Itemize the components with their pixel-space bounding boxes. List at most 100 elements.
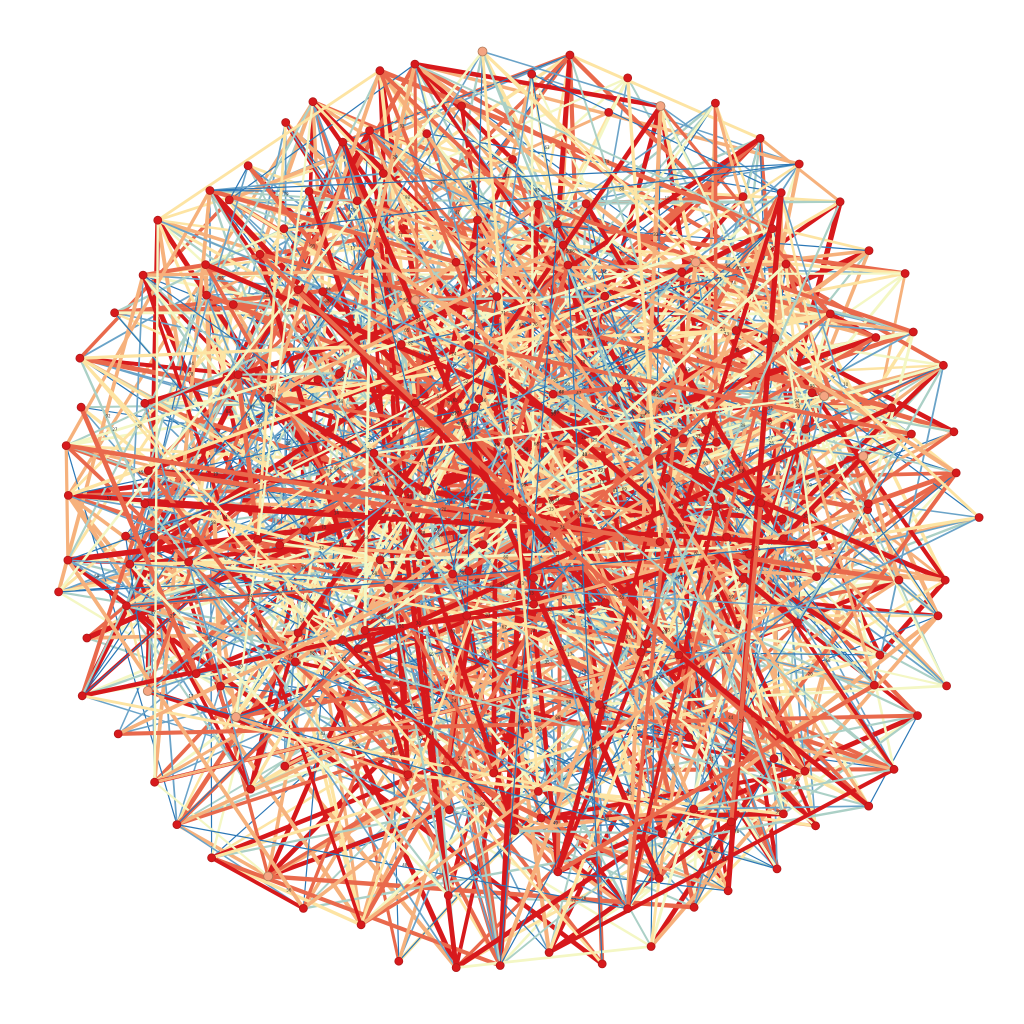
- graph-node: [338, 137, 348, 147]
- graph-node: [396, 339, 406, 349]
- graph-node: [492, 292, 502, 302]
- graph-edge: [81, 69, 381, 697]
- edge-weight-label: 61: [694, 551, 700, 556]
- edge-weight-label: 78: [441, 507, 447, 512]
- edge-weight-label: 59: [94, 574, 100, 579]
- graph-node: [365, 248, 375, 258]
- edge-weight-label: 48: [735, 507, 741, 512]
- edge-weight-label: 36: [269, 386, 275, 391]
- graph-edge: [625, 104, 663, 911]
- graph-node: [451, 257, 461, 267]
- graph-node: [121, 531, 130, 541]
- edge-weight-label: 74: [560, 525, 566, 530]
- graph-node: [623, 904, 633, 914]
- graph-node: [318, 287, 328, 297]
- edge-weight-label: 51: [505, 173, 511, 178]
- graph-node: [722, 532, 732, 542]
- graph-node: [63, 490, 73, 500]
- edge-weight-label: 92: [577, 512, 583, 517]
- graph-edge: [321, 290, 668, 480]
- graph-node: [122, 601, 131, 611]
- graph-edge: [176, 823, 629, 910]
- graph-edge: [660, 536, 786, 836]
- edge-weight-label: 56: [379, 612, 385, 617]
- edge-weight-label: 82: [393, 560, 399, 565]
- graph-node: [776, 188, 786, 198]
- graph-node: [871, 333, 881, 342]
- graph-node: [690, 257, 701, 268]
- graph-edge: [725, 535, 785, 816]
- edge-weight-label: 88: [324, 298, 330, 303]
- graph-edge: [759, 363, 945, 505]
- graph-node: [712, 437, 721, 447]
- edge-weight-label: 94: [794, 399, 800, 404]
- graph-edge: [866, 509, 939, 617]
- graph-node: [772, 864, 782, 874]
- edge-weight-label: 35: [545, 660, 551, 665]
- graph-node: [233, 370, 243, 380]
- edge-weight-label: 61: [378, 300, 384, 305]
- edge-weight-label: 51: [418, 736, 424, 741]
- graph-edge: [207, 188, 459, 265]
- graph-node: [207, 853, 217, 863]
- edge-weight-label: 30: [285, 440, 291, 445]
- graph-edge: [116, 572, 455, 736]
- edge-weight-label: 62: [502, 625, 508, 630]
- graph-edge: [245, 163, 650, 646]
- graph-edge: [208, 189, 468, 617]
- graph-node: [900, 269, 910, 278]
- edge-weight-label: 99: [521, 482, 527, 487]
- graph-node: [907, 429, 916, 439]
- graph-edge: [692, 768, 896, 811]
- graph-edge: [368, 251, 517, 833]
- edge-weight-label: 39: [639, 477, 645, 482]
- graph-node: [544, 948, 554, 957]
- graph-edge: [278, 543, 901, 582]
- edge-weight-label: 60: [807, 483, 813, 488]
- edge-weight-label: 65: [429, 652, 435, 657]
- edge-weight-label: 78: [580, 360, 586, 365]
- edge-weight-label: 57: [770, 246, 776, 251]
- graph-edge: [626, 76, 662, 544]
- edge-weight-label: 77: [320, 212, 326, 217]
- graph-node: [365, 126, 375, 136]
- graph-edge: [615, 386, 958, 474]
- graph-node: [711, 502, 721, 512]
- graph-node: [394, 956, 404, 966]
- edge-weight-label: 56: [438, 533, 444, 538]
- graph-edge: [551, 191, 783, 396]
- graph-edge: [555, 641, 649, 874]
- edge-weight-label: 57: [107, 496, 113, 501]
- graph-node: [153, 215, 163, 225]
- edge-weight-label: 93: [685, 367, 691, 372]
- graph-node: [778, 514, 787, 524]
- edge-weight-label: 62: [464, 424, 470, 429]
- graph-node: [533, 787, 543, 796]
- graph-node: [581, 199, 591, 209]
- edge-weight-label: 77: [419, 461, 425, 466]
- graph-edge: [372, 394, 826, 455]
- graph-edge: [547, 767, 896, 955]
- edge-weight-label: 93: [530, 302, 536, 307]
- edge-weight-label: 95: [632, 410, 638, 415]
- graph-node: [711, 98, 720, 108]
- graph-edge: [282, 227, 565, 247]
- edge-weight-label: 50: [566, 249, 572, 254]
- edge-weight-label: 10: [843, 382, 849, 387]
- graph-edge: [481, 50, 540, 793]
- graph-edge: [341, 141, 776, 339]
- graph-edge: [125, 605, 695, 810]
- edge-weight-label: 53: [458, 756, 464, 761]
- graph-node: [54, 587, 63, 597]
- edge-weight-label: 77: [601, 468, 607, 473]
- edge-weight-label: 69: [622, 487, 628, 492]
- graph-node: [228, 300, 238, 309]
- graph-edge: [473, 406, 895, 771]
- graph-edge: [758, 136, 842, 204]
- graph-node: [674, 650, 684, 660]
- edge-weight-label: 51: [399, 624, 405, 629]
- node-layer: [54, 46, 984, 972]
- graph-edge: [146, 468, 298, 664]
- edge-weight-label: 74: [604, 159, 610, 164]
